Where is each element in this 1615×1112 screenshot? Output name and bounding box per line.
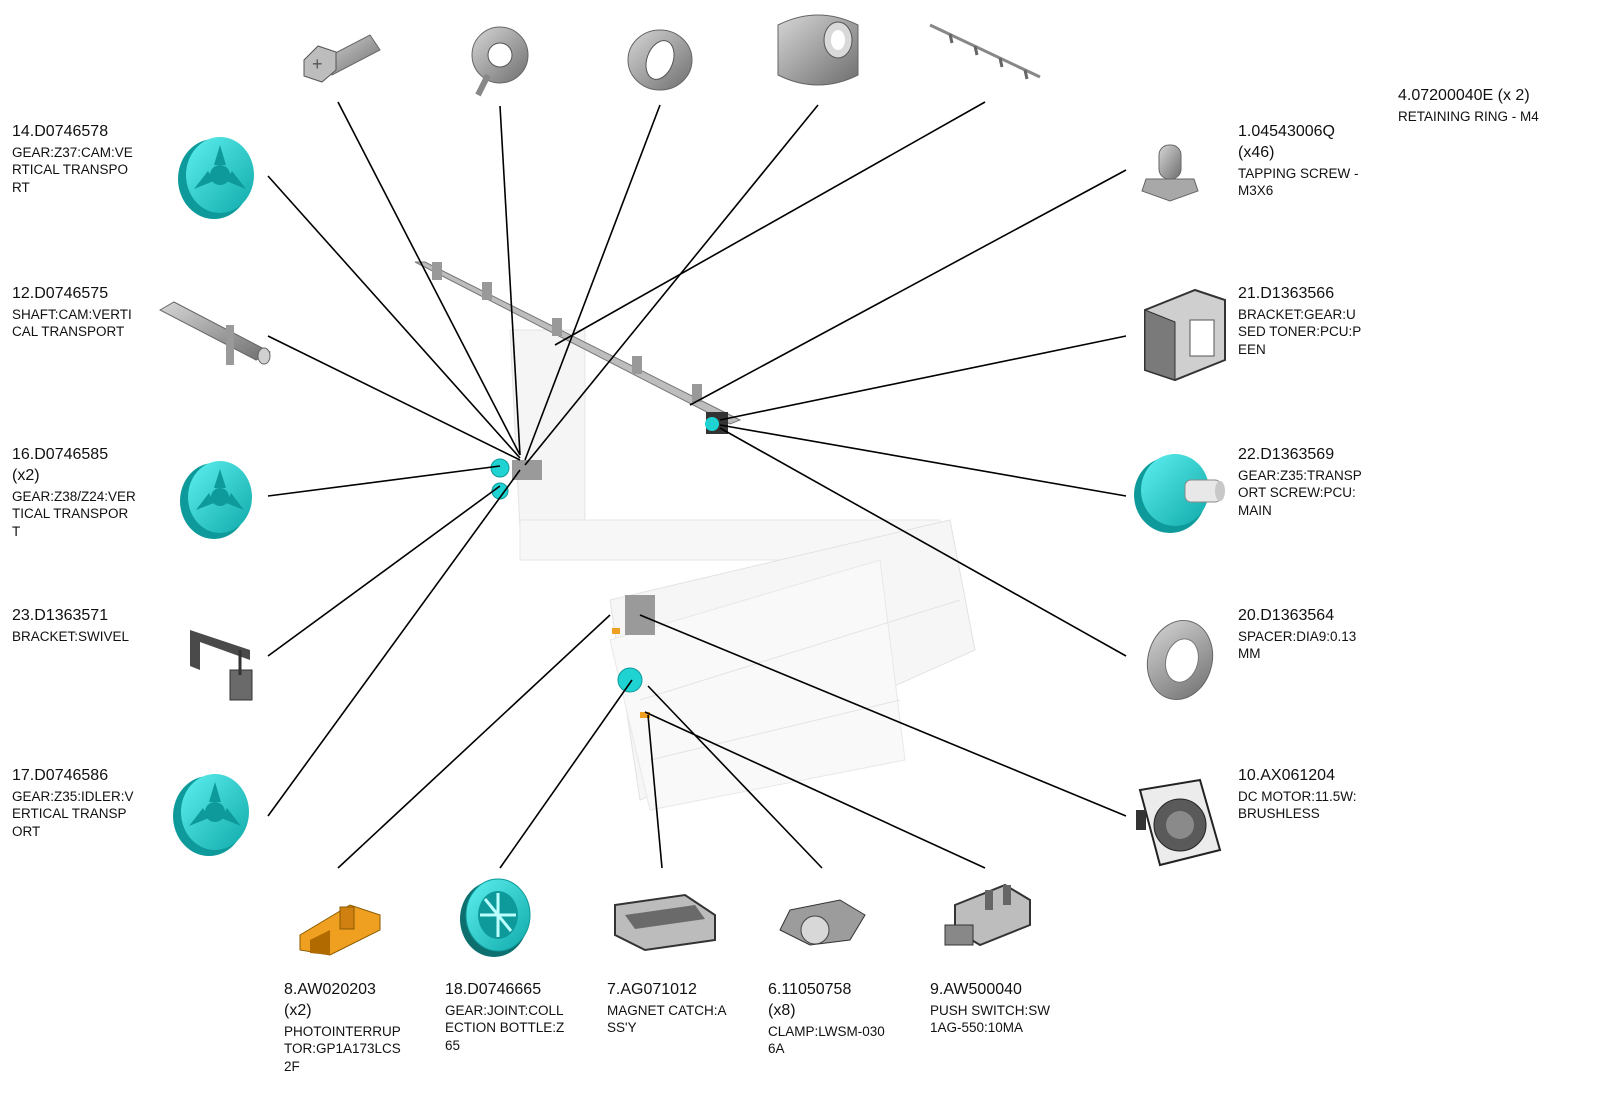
part-quantity: (x46)	[1238, 143, 1275, 161]
part-description: RETAINING RING - M4	[1398, 108, 1539, 124]
part-description: PUSH SWITCH:SW 1AG-550:10MA	[930, 1002, 1050, 1036]
part-description: CLAMP:LWSM-030 6A	[768, 1023, 885, 1057]
part-number: 20.D1363564	[1238, 607, 1335, 624]
spacer-icon	[1146, 619, 1214, 701]
joint-gear-icon	[460, 878, 531, 957]
swivel-bracket-icon	[190, 630, 253, 701]
photointerrupter-icon	[299, 904, 381, 956]
part-number: 17.D0746586	[12, 767, 109, 784]
part-description: GEAR:Z35:IDLER:V ERTICAL TRANSP ORT	[12, 788, 134, 839]
part-description: MAGNET CATCH:A SS'Y	[607, 1002, 727, 1036]
svg-text:+: +	[312, 54, 323, 74]
label-part-17: 17.D0746586 GEAR:Z35:IDLER:V ERTICAL TRA…	[12, 766, 134, 840]
part-description: PHOTOINTERRUP TOR:GP1A173LCS 2F	[284, 1023, 401, 1074]
part-description: GEAR:Z38/Z24:VER TICAL TRANSPOR T	[12, 488, 136, 539]
label-part-7: 7.AG071012 MAGNET CATCH:A SS'Y	[607, 980, 727, 1037]
tapping-screw-icon	[1141, 144, 1199, 202]
magnet-catch-icon	[614, 893, 716, 952]
part-number: 16.D0746585	[12, 446, 109, 463]
dc-motor-icon	[1136, 778, 1222, 867]
part-description: SHAFT:CAM:VERTI CAL TRANSPORT	[12, 306, 132, 340]
part-number: 7.AG071012	[607, 981, 697, 998]
label-part-4: 4.07200040E (x 2) RETAINING RING - M4	[1398, 86, 1539, 125]
cam-bracket-icon	[471, 26, 529, 97]
ring-icon	[627, 29, 693, 91]
label-part-9: 9.AW500040 PUSH SWITCH:SW 1AG-550:10MA	[930, 980, 1050, 1037]
center-cluster	[490, 458, 655, 718]
leader-lines	[267, 101, 1127, 869]
part-number: 21.D1363566	[1238, 285, 1335, 302]
part-number: 23.D1363571	[12, 607, 109, 624]
assembly-frame	[509, 329, 976, 811]
part-description: TAPPING SCREW - M3X6	[1238, 165, 1359, 199]
label-part-23: 23.D1363571 BRACKET:SWIVEL	[12, 606, 129, 645]
part-number: 9.AW500040	[930, 981, 1022, 998]
part-description: DC MOTOR:11.5W: BRUSHLESS	[1238, 788, 1357, 822]
label-part-14: 14.D0746578 GEAR:Z37:CAM:VE RTICAL TRANS…	[12, 122, 133, 196]
part-number: 14.D0746578	[12, 123, 109, 140]
label-part-10: 10.AX061204 DC MOTOR:11.5W: BRUSHLESS	[1238, 766, 1357, 823]
part-number: 10.AX061204	[1238, 767, 1335, 784]
label-part-18: 18.D0746665 GEAR:JOINT:COLL ECTION BOTTL…	[445, 980, 564, 1054]
label-part-12: 12.D0746575 SHAFT:CAM:VERTI CAL TRANSPOR…	[12, 284, 132, 341]
part-quantity: (x8)	[768, 1001, 796, 1019]
part-number: 8.AW020203	[284, 981, 376, 998]
clamp-icon	[779, 899, 866, 946]
gear-icon-22	[1134, 454, 1225, 533]
part-number: 1.04543006Q	[1238, 123, 1335, 140]
label-part-6: 6.11050758 (x8) CLAMP:LWSM-030 6A	[768, 980, 885, 1058]
part-quantity: (x2)	[12, 466, 40, 484]
label-part-22: 22.D1363569 GEAR:Z35:TRANSP ORT SCREW:PC…	[1238, 445, 1362, 519]
gear-bracket-icon	[1144, 288, 1226, 382]
part-description: BRACKET:GEAR:U SED TONER:PCU:P EEN	[1238, 306, 1362, 357]
shaft-icon	[158, 301, 272, 365]
part-description: BRACKET:SWIVEL	[12, 628, 130, 644]
gear-icon-14	[178, 137, 254, 219]
screw-icon: +	[303, 34, 381, 83]
label-part-20: 20.D1363564 SPACER:DIA9:0.13 MM	[1238, 606, 1356, 663]
label-part-16: 16.D0746585 (x2) GEAR:Z38/Z24:VER TICAL …	[12, 445, 136, 540]
label-part-21: 21.D1363566 BRACKET:GEAR:U SED TONER:PCU…	[1238, 284, 1361, 358]
part-description: GEAR:Z35:TRANSP ORT SCREW:PCU: MAIN	[1238, 467, 1362, 518]
wire-harness-icon	[929, 23, 1041, 80]
part-number: 22.D1363569	[1238, 446, 1335, 463]
part-number: 12.D0746575	[12, 285, 109, 302]
bushing-icon	[777, 14, 859, 86]
push-switch-icon	[944, 883, 1031, 947]
part-description: SPACER:DIA9:0.13 MM	[1238, 628, 1357, 662]
gear-icon-16	[180, 461, 252, 539]
part-number: 6.11050758	[768, 981, 852, 998]
cam-rail	[414, 261, 742, 434]
label-part-1: 1.04543006Q (x46) TAPPING SCREW - M3X6	[1238, 122, 1359, 200]
label-part-8: 8.AW020203 (x2) PHOTOINTERRUP TOR:GP1A17…	[284, 980, 401, 1075]
part-description: GEAR:Z37:CAM:VE RTICAL TRANSPO RT	[12, 144, 133, 195]
part-quantity: (x2)	[284, 1001, 312, 1019]
gear-icon-17	[173, 774, 249, 856]
part-number: 18.D0746665	[445, 981, 542, 998]
part-number: 4.07200040E (x 2)	[1398, 87, 1530, 104]
part-description: GEAR:JOINT:COLL ECTION BOTTLE:Z 65	[445, 1002, 565, 1053]
